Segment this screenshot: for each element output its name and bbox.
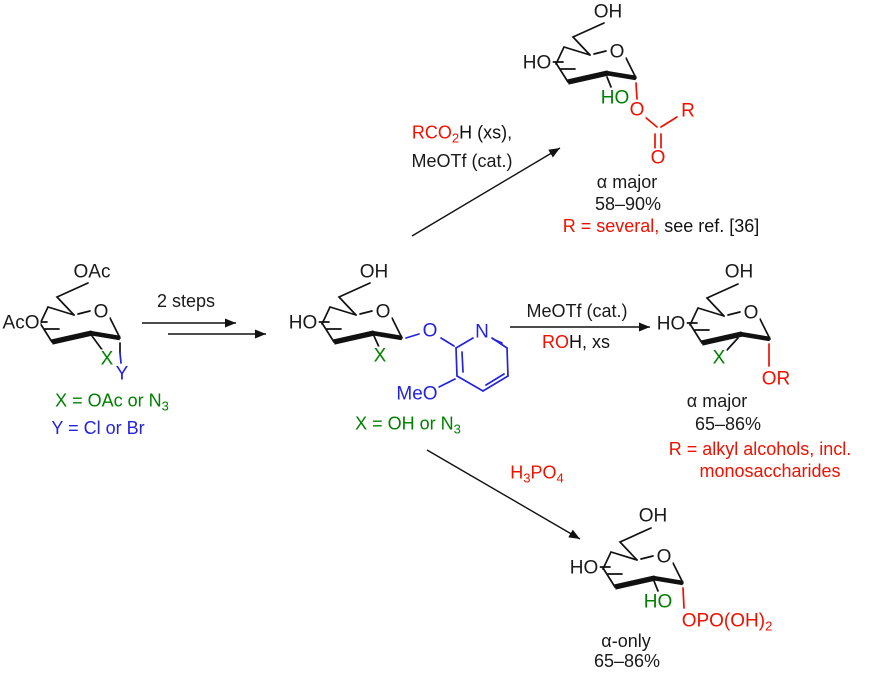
glyco-product-top-oh-label: OH xyxy=(723,261,755,283)
acyl-product-carbonyl-o-label: O xyxy=(649,147,667,169)
pyridine-ring xyxy=(438,337,509,392)
acyl-product-left-ho-label: HO xyxy=(521,52,553,74)
glyco-reagent-line2: ROH, xs xyxy=(541,332,611,352)
phospho-reagent-label: H3PO4 xyxy=(510,462,564,486)
phosphorylation-arrow xyxy=(426,449,581,540)
glyco-caption-scope-line1: R = alkyl alcohols, incl. xyxy=(668,439,852,459)
start-legend-y: Y = Cl or Br xyxy=(51,418,145,438)
two-steps-label: 2 steps xyxy=(156,291,216,311)
phospho-product-phosphate-label: OPO(OH)2 xyxy=(680,610,774,634)
acyl-product-ring-oxygen-label: O xyxy=(608,41,626,63)
glyco-product-c2-x-label: X xyxy=(711,347,727,369)
acyl-product-top-oh-label: OH xyxy=(592,1,624,23)
acyl-caption-scope: R = several, see ref. [36] xyxy=(562,216,760,236)
acylation-product-structure xyxy=(551,23,678,149)
two-steps-arrow xyxy=(142,318,266,339)
start-material-structure xyxy=(35,283,121,364)
start-c2-x-label: X xyxy=(99,348,115,370)
glyco-reagent-line1: MeOTf (cat.) xyxy=(526,301,628,321)
glyco-product-or-label: OR xyxy=(760,368,792,390)
phospho-product-left-ho-label: HO xyxy=(568,557,600,579)
glyco-product-ring-oxygen-label: O xyxy=(742,302,760,324)
intermediate-glycosidic-o-label: O xyxy=(421,320,439,342)
phosphorylation-product-structure xyxy=(598,528,684,609)
acylation-reagent-line1: RCO2H (xs), xyxy=(411,122,513,146)
start-legend-x: X = OAc or N3 xyxy=(55,390,169,414)
acyl-product-r-label: R xyxy=(680,100,696,122)
phospho-product-top-oh-label: OH xyxy=(637,505,669,527)
intermediate-left-ho-label: HO xyxy=(287,312,319,334)
acylation-reagent-line2: MeOTf (cat.) xyxy=(411,151,513,171)
start-left-substituent-label: AcO xyxy=(1,312,41,334)
start-anomeric-y-label: Y xyxy=(114,363,130,385)
intermediate-legend-x: X = OH or N3 xyxy=(355,413,461,437)
intermediate-ring-oxygen-label: O xyxy=(374,301,392,323)
glyco-caption-yield: 65–86% xyxy=(694,414,762,434)
acyl-caption-stereo: α major xyxy=(596,172,658,192)
intermediate-top-oh-label: OH xyxy=(358,261,390,283)
intermediate-structure xyxy=(317,283,420,348)
acylation-arrow xyxy=(411,147,561,237)
glyco-caption-scope-line2: monosaccharides xyxy=(699,461,841,481)
start-top-substituent-label: OAc xyxy=(72,261,112,283)
glycosylation-product-structure xyxy=(685,284,770,367)
acyl-caption-yield: 58–90% xyxy=(594,194,662,214)
pyridine-meo-label: MeO xyxy=(395,383,439,405)
acyl-product-ester-o-label: O xyxy=(628,99,646,121)
pyridine-n-label: N xyxy=(474,321,490,343)
acyl-product-c2-ho-label: HO xyxy=(599,87,631,109)
start-ring-oxygen-label: O xyxy=(92,301,110,323)
glyco-product-left-ho-label: HO xyxy=(655,313,687,335)
phospho-product-ring-oxygen-label: O xyxy=(655,546,673,568)
intermediate-c2-x-label: X xyxy=(372,345,388,367)
phospho-caption-stereo: α-only xyxy=(601,631,651,651)
glyco-caption-stereo: α major xyxy=(686,391,748,411)
phospho-product-c2-ho-label: HO xyxy=(642,591,674,613)
phospho-caption-yield: 65–86% xyxy=(593,651,661,671)
